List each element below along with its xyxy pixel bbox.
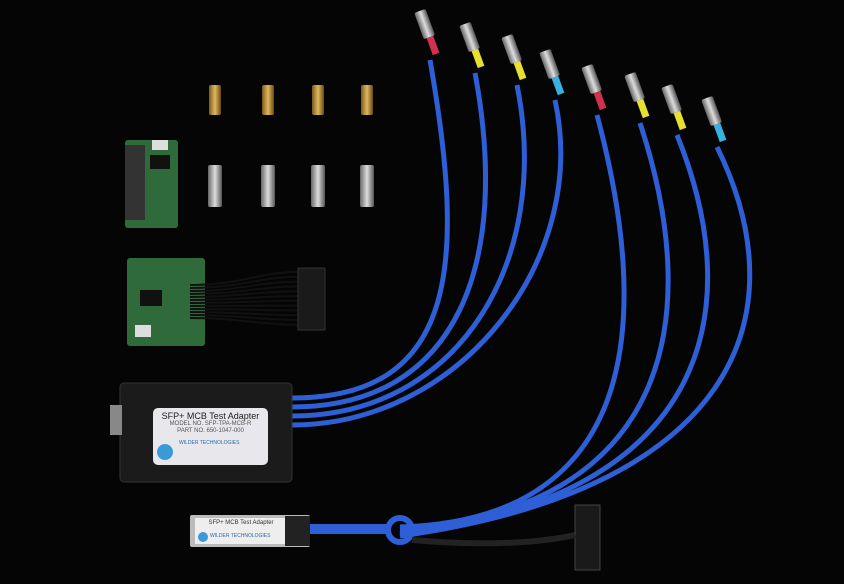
sma-connector [539,49,560,79]
silver-adapter [261,165,275,207]
blue-cable [399,114,627,530]
cable-marker [673,110,687,131]
small-circuit-board [125,140,178,228]
cable-marker [513,60,527,81]
test-adapter-box [110,382,293,483]
cable-marker [471,48,485,69]
blue-cable [291,84,527,419]
module-brand: WILDER TECHNOLOGIES [210,532,271,539]
blue-cables-lower [399,114,753,539]
wire [189,317,299,326]
blue-cables-upper [291,59,564,428]
gold-connector [312,85,324,115]
gold-connector [209,85,221,115]
sma-connector [459,22,480,52]
adapter-part: PART NO. 650-1047-000 [177,428,244,435]
blue-cable [291,99,564,428]
module-title: SFP+ MCB Test Adapter [208,520,274,526]
silver-adapter [360,165,374,207]
sma-connector [501,34,522,64]
cable-marker [551,75,565,96]
wire [189,314,299,321]
blue-cable [399,122,671,533]
sma-connector [414,9,435,39]
silver-adapters [208,165,374,207]
adapter-label: SFP+ MCB Test Adapter MODEL NO. SFP-TPA-… [153,411,268,447]
sma-connector [581,64,602,94]
gold-connector [262,85,274,115]
silver-adapter [208,165,222,207]
cable-sma-connectors [414,9,727,143]
blue-cable [399,145,753,539]
cable-marker [593,90,607,111]
wire [189,285,299,295]
module-label: SFP+ MCB Test Adapter WILDER TECHNOLOGIE… [198,520,284,540]
wired-circuit-board [127,258,326,346]
gold-connector [361,85,373,115]
blue-cable [291,72,488,410]
cable-marker [636,98,650,119]
wire [189,290,299,298]
wire [189,299,299,304]
adapter-brand: WILDER TECHNOLOGIES [179,440,240,447]
adapter-model: MODEL NO. SFP-TPA-MCB-R [169,421,252,428]
wire [189,275,299,289]
blue-cable [291,59,450,401]
cable-marker [426,35,440,56]
wire [189,295,299,301]
adapter-title: SFP+ MCB Test Adapter [161,411,260,421]
sma-connector [624,72,645,102]
sfp-module [190,515,415,547]
wire [189,308,299,312]
wire [189,280,299,292]
silver-adapter [311,165,325,207]
sma-connector [661,84,682,114]
wire [189,271,299,286]
ribbon-connector [411,504,601,571]
wire [189,311,299,317]
cable-marker [713,122,727,143]
sma-connector [701,96,722,126]
gold-connectors [209,85,373,115]
